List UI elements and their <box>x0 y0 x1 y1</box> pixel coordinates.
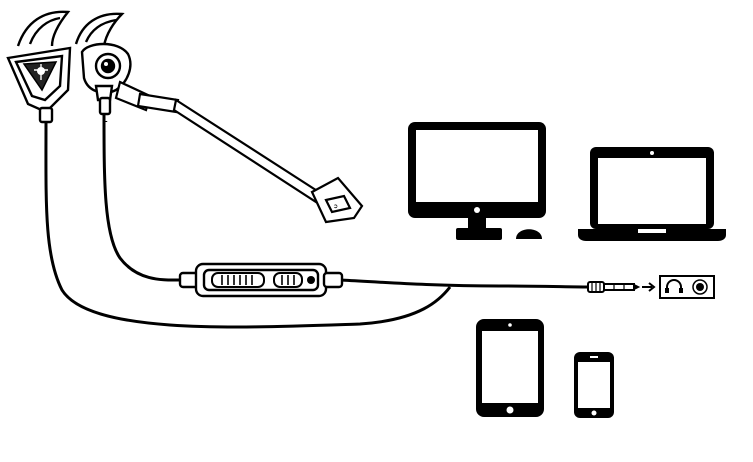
cables <box>44 111 589 329</box>
smartphone-icon <box>574 352 614 418</box>
volume-wheel[interactable] <box>211 272 265 288</box>
turtle-logo-icon <box>22 61 58 92</box>
arrow-right-icon <box>642 282 656 292</box>
svg-text:➲: ➲ <box>333 204 338 210</box>
left-earbud <box>6 10 72 124</box>
tablet-icon <box>476 319 544 417</box>
remote-logo-icon <box>307 276 315 284</box>
left-earbud-cable <box>44 119 452 329</box>
right-earbud-cable <box>102 111 181 282</box>
laptop-icon <box>578 147 726 241</box>
headphone-icon <box>665 279 683 293</box>
mic-mute-switch[interactable] <box>273 272 303 288</box>
mouse-icon <box>516 229 542 239</box>
right-earbud-marking: L <box>102 114 108 124</box>
headphone-port <box>659 275 715 299</box>
audio-plug <box>587 281 641 293</box>
audio-jack-icon <box>692 279 708 295</box>
main-cable <box>339 278 589 289</box>
desktop-computer-icon <box>408 122 546 240</box>
right-earbud <box>74 12 132 116</box>
boom-microphone: ➲ <box>114 80 364 224</box>
